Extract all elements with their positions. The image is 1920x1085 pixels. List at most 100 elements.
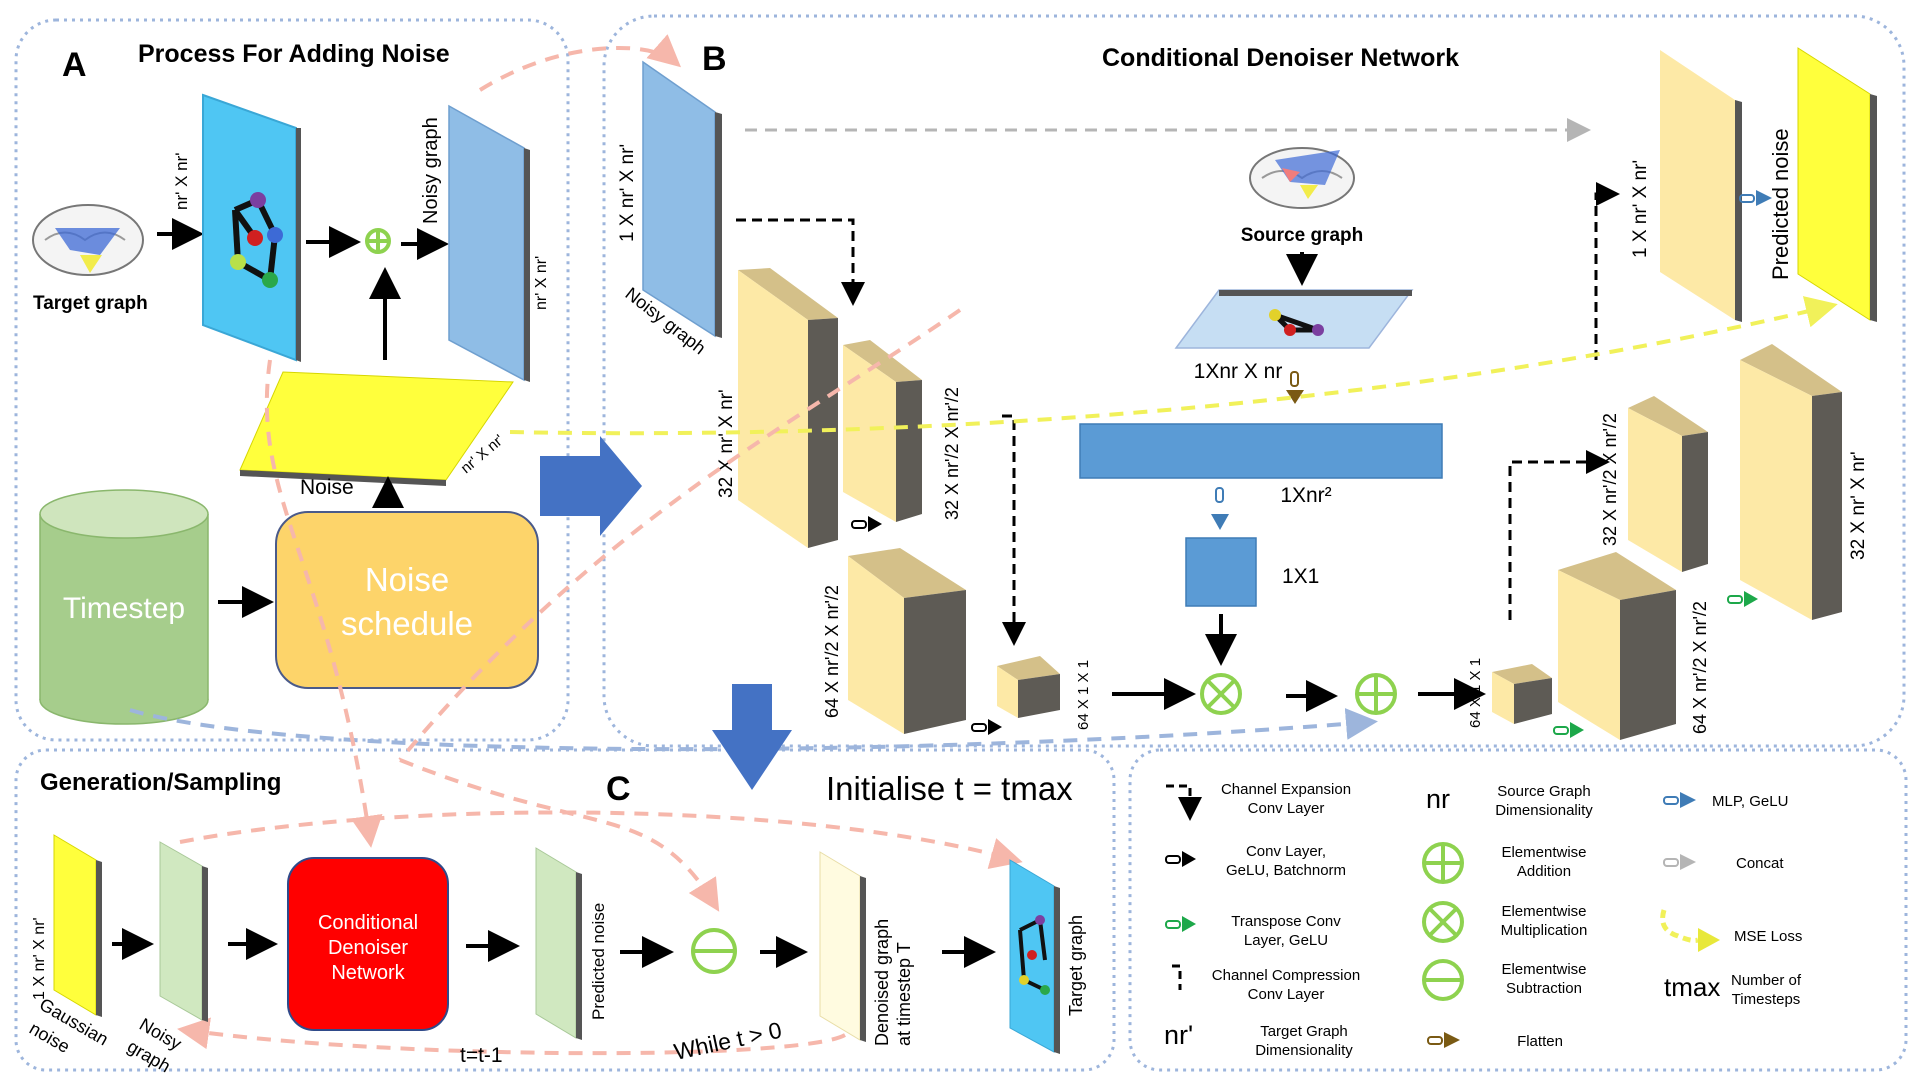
- legend-flatten-icon: [1427, 1032, 1460, 1048]
- subtract-op-icon: [691, 928, 737, 974]
- legend-target-symbol: nr': [1164, 1020, 1193, 1050]
- panel-c-letter: C: [606, 770, 631, 808]
- panel-a-title: Process For Adding Noise: [138, 40, 450, 68]
- panel-b-title: Conditional Denoiser Network: [1102, 44, 1459, 72]
- source-graph-label: Source graph: [1241, 225, 1363, 246]
- legend-transpose-1: Transpose Conv: [1231, 913, 1341, 930]
- legend-add-2: Addition: [1517, 863, 1571, 880]
- panel-b-letter: B: [702, 40, 727, 78]
- schedule-line2: schedule: [341, 605, 473, 642]
- source-brain-icon: [1249, 147, 1355, 209]
- big-arrow-a-to-b: [540, 436, 642, 536]
- legend-flatten: Flatten: [1517, 1033, 1563, 1050]
- legend-channel-compression-icon: [1172, 964, 1182, 990]
- decrement-text: t=t-1: [460, 1044, 503, 1067]
- pink-loop-sub: [398, 308, 962, 905]
- graph-network-icon: [1018, 915, 1050, 995]
- noisy-graph-label: Noisy graph: [420, 117, 442, 224]
- legend-mlp-icon: [1663, 792, 1696, 808]
- noisy-graph-dim: nr' X nr': [533, 256, 550, 310]
- channel-compression-arrow-dec: [1594, 182, 1620, 360]
- target-label-c: Target graph: [1066, 915, 1086, 1016]
- predicted-noise-plate-c: [535, 847, 582, 1040]
- predicted-noise-label: Predicted noise: [1768, 128, 1793, 280]
- add-op-icon: [365, 228, 391, 254]
- dec3-dim: 32 X nr' X nr': [1848, 451, 1869, 560]
- input-dim: 1 X nr' X nr': [617, 144, 638, 242]
- channel-compression-arrow: [1002, 414, 1026, 646]
- mlp-dim: 1X1: [1282, 565, 1319, 588]
- output-plate: [1660, 50, 1742, 322]
- legend-source-symbol: nr: [1426, 784, 1450, 814]
- legend-cc-1: Channel Compression: [1212, 967, 1360, 984]
- dec0-dim: 64 X 1 X 1: [1467, 658, 1484, 728]
- panel-a-border: [14, 18, 570, 742]
- legend-ce-2: Conv Layer: [1248, 800, 1325, 817]
- noise-label: Noise: [300, 476, 354, 499]
- denoised-line2: at timestep T: [894, 942, 914, 1046]
- legend-mse-icon: [1660, 909, 1720, 952]
- transpose-conv-icon: [1727, 591, 1758, 607]
- conv-layer-icon: [971, 719, 1002, 735]
- legend-ce-1: Channel Expansion: [1221, 781, 1351, 798]
- cdn-line3: Network: [331, 962, 405, 984]
- decoder-block-1: [1558, 552, 1676, 740]
- noisy-graph-matrix: [448, 104, 530, 382]
- dec2-dim: 32 X nr'/2 X nr'/2: [1600, 413, 1620, 546]
- target-matrix-dim: nr' X nr': [172, 152, 191, 210]
- mse-loss-line: [509, 296, 1838, 436]
- legend-add-1: Elementwise: [1501, 844, 1586, 861]
- timestep-cylinder: [39, 489, 209, 725]
- multiply-op-icon: [1200, 673, 1242, 715]
- legend-sub-1: Elementwise: [1501, 961, 1586, 978]
- gaussian-dim: 1 X nr' X nr': [31, 917, 48, 1000]
- channel-expansion-arrow: [736, 218, 865, 306]
- legend-conv-2: GeLU, Batchnorm: [1226, 862, 1346, 879]
- legend-source-1: Source Graph: [1497, 783, 1590, 800]
- pink-loop-top: [478, 34, 682, 92]
- schedule-line1: Noise: [365, 561, 449, 598]
- panel-a-letter: A: [62, 46, 87, 84]
- encoder-block-3: [848, 548, 966, 734]
- timestep-label: Timestep: [63, 592, 185, 625]
- cdn-line2: Denoiser: [328, 937, 408, 959]
- predicted-noise-plate: [1797, 47, 1877, 322]
- gaussian-noise-plate: [53, 834, 102, 1017]
- decoder-cube-0: [1492, 664, 1552, 724]
- conv-layer-icon: [851, 516, 882, 532]
- mlp-icon: [1739, 190, 1772, 206]
- target-graph-label: Target graph: [33, 293, 148, 314]
- legend-multiply-icon: [1422, 901, 1464, 943]
- enc1-dim: 32 X nr' X nr': [716, 389, 737, 498]
- flattened-vector: [1079, 423, 1443, 479]
- pink-loop-schedule: [264, 359, 383, 848]
- out-dim: 1 X nr' X nr': [1630, 160, 1651, 258]
- cdn-line1: Conditional: [318, 912, 418, 934]
- noise-schedule-box: [275, 511, 539, 689]
- channel-expansion-arrow-dec: [1508, 450, 1610, 620]
- legend-mse: MSE Loss: [1734, 928, 1802, 945]
- target-matrix: [202, 93, 301, 362]
- flat-dim: 1Xnr²: [1280, 484, 1331, 507]
- legend-conv-1: Conv Layer,: [1246, 843, 1326, 860]
- flatten-icon: [1286, 371, 1304, 404]
- bottleneck-dim: 64 X 1 X 1: [1075, 660, 1092, 730]
- source-dim: 1Xnr X nr: [1194, 360, 1283, 383]
- source-matrix-plane: [1174, 289, 1414, 349]
- legend-tmax-symbol: tmax: [1664, 972, 1720, 1002]
- input-noisy-matrix: [642, 60, 722, 338]
- legend-transpose-2: Layer, GeLU: [1244, 932, 1328, 949]
- legend-source-2: Dimensionality: [1495, 802, 1593, 819]
- legend-cc-2: Conv Layer: [1248, 986, 1325, 1003]
- enc2-dim: 32 X nr'/2 X nr'/2: [942, 387, 962, 520]
- pred-noise-label-c: Predicted noise: [589, 903, 608, 1020]
- noisy-graph-plate: [159, 841, 208, 1022]
- dec1-dim: 64 X nr'/2 X nr'/2: [1690, 601, 1710, 734]
- legend-subtract-icon: [1422, 959, 1464, 1001]
- legend-concat-icon: [1663, 854, 1696, 870]
- legend-transpose-icon: [1165, 916, 1196, 932]
- enc3-dim: 64 X nr'/2 X nr'/2: [822, 585, 842, 718]
- add-op-icon: [1355, 673, 1397, 715]
